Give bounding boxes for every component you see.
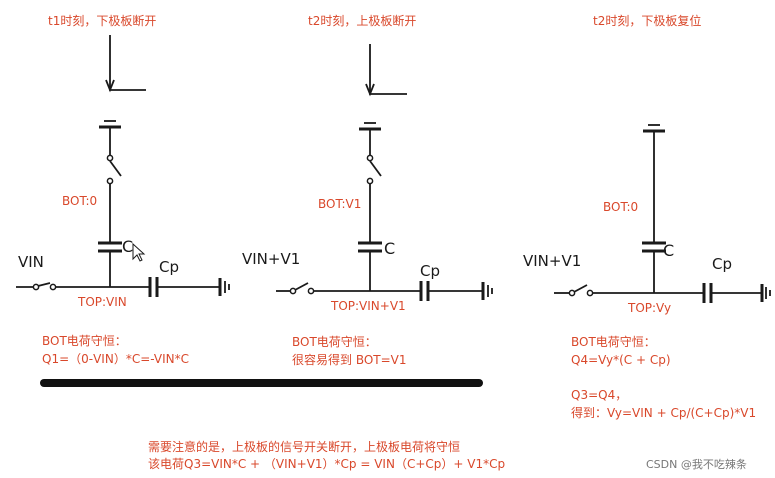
panel-2-bot-label: BOT:V1 (318, 197, 361, 211)
panel-3: t2时刻，下极板复位 BOT:0 C VIN+V1 Cp (523, 13, 771, 420)
panel-1-capacitor-c (98, 241, 122, 287)
panel-3-capacitor-cp (702, 283, 762, 303)
panel-1-eq-title: BOT电荷守恒： (42, 334, 127, 348)
panel-1-input-switch (16, 282, 150, 291)
panel-3-eq-line2: Q3=Q4， (571, 388, 627, 402)
panel-2-falling-edge-waveform (369, 44, 407, 95)
panel-2: t2时刻，上极板断开 BOT:V1 C VIN+V1 (242, 13, 493, 367)
panel-2-top-label: TOP:VIN+V1 (330, 299, 406, 313)
panel-3-eq-line3: 得到：Vy=VIN + Cp/(C+Cp)*V1 (571, 405, 756, 420)
panel-3-ground-icon (760, 284, 771, 302)
panel-1-vdd-symbol (99, 120, 121, 155)
panel-1-falling-edge-waveform (109, 35, 146, 91)
panel-2-cp-label: Cp (420, 262, 440, 280)
panel-3-caption: t2时刻，下极板复位 (593, 13, 701, 28)
panel-3-bot-label: BOT:0 (603, 200, 638, 214)
panel-2-down-arrow-icon (365, 83, 375, 97)
panel-2-eq-line1: 很容易得到 BOT=V1 (292, 352, 407, 367)
panel-3-eq-line1: Q4=Vy*(C + Cp) (571, 353, 671, 367)
panel-1-eq-line1: Q1=（0-VIN）*C=-VIN*C (42, 352, 189, 366)
panel-1: t1时刻，下极板断开 BOT:0 C VIN (16, 13, 230, 366)
panel-1-bottom-plate-switch (106, 154, 122, 242)
panel-3-top-label: TOP:Vy (627, 301, 671, 315)
panel-3-input-label: VIN+V1 (523, 252, 581, 270)
panel-2-input-label: VIN+V1 (242, 250, 300, 268)
panel-1-cap-label: C (122, 237, 133, 256)
csdn-watermark: CSDN @我不吃辣条 (646, 457, 747, 471)
note-line1: 需要注意的是，上极板的信号开关断开，上极板电荷将守恒 (148, 439, 460, 454)
panel-3-cp-label: Cp (712, 255, 732, 273)
panel-2-caption: t2时刻，上极板断开 (308, 13, 416, 28)
panel-3-vdd-symbol (643, 124, 665, 242)
panel-2-cap-label: C (384, 239, 395, 258)
panel-3-eq-title: BOT电荷守恒： (571, 335, 656, 349)
panel-3-capacitor-c (642, 241, 666, 293)
panel-2-bottom-plate-switch (366, 154, 382, 242)
panel-1-input-label: VIN (18, 253, 44, 271)
panel-1-cp-label: Cp (159, 258, 179, 276)
panel-1-caption: t1时刻，下极板断开 (48, 13, 156, 28)
panel-3-input-switch (554, 284, 704, 297)
panel-1-down-arrow-icon (105, 79, 115, 93)
panel-2-capacitor-c (358, 241, 382, 291)
panel-1-top-label: TOP:VIN (77, 295, 127, 309)
panel-3-cap-label: C (663, 241, 674, 260)
panel-1-ground-icon (218, 278, 230, 296)
panel-2-ground-icon (481, 282, 493, 300)
panel-1-bot-label: BOT:0 (62, 194, 97, 208)
panel-2-capacitor-cp (419, 281, 483, 301)
note-line2: 该电荷Q3=VIN*C + （VIN+V1）*Cp = VIN（C+Cp）+ V… (148, 457, 505, 471)
panel-1-capacitor-cp (148, 277, 220, 297)
panel-2-input-switch (276, 282, 421, 295)
panel-2-vdd-symbol (359, 122, 381, 155)
panel-2-eq-title: BOT电荷守恒： (292, 335, 377, 349)
mouse-cursor-icon (132, 242, 146, 262)
